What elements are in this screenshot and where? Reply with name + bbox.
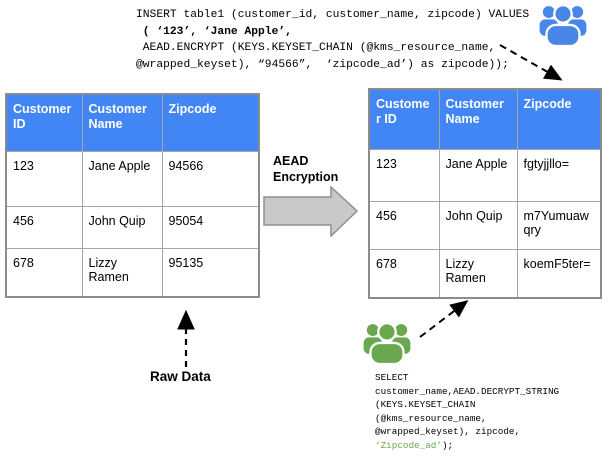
zipcode-ad-highlight: ‘Zipcode_ad’ bbox=[375, 439, 442, 451]
col-header-customer-id: Customer ID bbox=[368, 88, 440, 150]
cell-zipcode: 95054 bbox=[161, 205, 260, 249]
table-header-row: Customer ID Customer Name Zipcode bbox=[5, 93, 260, 152]
table-row: 456 John Quip 95054 bbox=[5, 205, 260, 249]
table-row: 678 Lizzy Ramen 95135 bbox=[5, 247, 260, 298]
select-sql-code: SELECT customer_name,AEAD.DECRYPT_STRING… bbox=[375, 371, 559, 453]
insert-sql-code: INSERT table1 (customer_id, customer_nam… bbox=[136, 7, 529, 73]
cell-encrypted-zipcode: koemF5ter= bbox=[516, 248, 602, 299]
cell-customer-id: 123 bbox=[5, 150, 83, 207]
insert-sql-line: INSERT table1 (customer_id, customer_nam… bbox=[136, 9, 530, 21]
raw-data-label: Raw Data bbox=[150, 369, 211, 384]
insert-sql-line: @wrapped_keyset), “94566”, ‘zipcode_ad’)… bbox=[136, 58, 509, 71]
select-sql-line: (KEYS.KEYSET_CHAIN bbox=[375, 399, 476, 411]
cell-customer-id: 678 bbox=[368, 248, 440, 299]
cell-zipcode: 94566 bbox=[161, 150, 260, 207]
table-row: 456 John Quip m7Yumuawqry bbox=[368, 200, 602, 250]
raw-data-table: Customer ID Customer Name Zipcode 123 Ja… bbox=[5, 93, 260, 298]
table-row: 678 Lizzy Ramen koemF5ter= bbox=[368, 248, 602, 299]
dashed-arrow-select-to-encrypted-table bbox=[419, 300, 469, 338]
select-sql-line: (@kms_resource_name, bbox=[375, 412, 487, 424]
encrypted-data-table: Customer ID Customer Name Zipcode 123 Ja… bbox=[368, 88, 602, 299]
cell-encrypted-zipcode: fgtyjjllo= bbox=[516, 148, 602, 202]
users-group-icon bbox=[539, 2, 587, 46]
table-header-row: Customer ID Customer Name Zipcode bbox=[368, 88, 602, 150]
cell-encrypted-zipcode: m7Yumuawqry bbox=[516, 200, 602, 250]
col-header-zipcode: Zipcode bbox=[516, 88, 602, 150]
insert-sql-line: AEAD.ENCRYPT (KEYS.KEYSET_CHAIN (@kms_re… bbox=[136, 42, 496, 55]
col-header-customer-id: Customer ID bbox=[5, 93, 83, 152]
users-group-icon bbox=[363, 320, 411, 364]
cell-customer-name: John Quip bbox=[438, 200, 518, 250]
cell-customer-id: 678 bbox=[5, 247, 83, 298]
col-header-zipcode: Zipcode bbox=[161, 93, 260, 152]
cell-customer-id: 456 bbox=[5, 205, 83, 249]
cell-customer-id: 123 bbox=[368, 148, 440, 202]
cell-zipcode: 95135 bbox=[161, 247, 260, 298]
cell-customer-name: Lizzy Ramen bbox=[438, 248, 518, 299]
select-sql-line: customer_name,AEAD.DECRYPT_STRING bbox=[375, 385, 560, 397]
table-row: 123 Jane Apple 94566 bbox=[5, 150, 260, 207]
select-sql-line-end: ); bbox=[441, 439, 454, 451]
insert-sql-line: ( ‘123’, ‘Jane Apple’, bbox=[136, 25, 292, 38]
select-sql-line: @wrapped_keyset), zipcode, bbox=[375, 426, 521, 438]
aead-encryption-label: AEAD Encryption bbox=[273, 154, 339, 184]
select-sql-line: ‘Zipcode_ad’); bbox=[375, 439, 559, 453]
col-header-customer-name: Customer Name bbox=[438, 88, 518, 150]
cell-customer-name: Jane Apple bbox=[81, 150, 163, 207]
table-row: 123 Jane Apple fgtyjjllo= bbox=[368, 148, 602, 202]
select-sql-line: SELECT bbox=[375, 372, 409, 383]
cell-customer-name: Jane Apple bbox=[438, 148, 518, 202]
cell-customer-id: 456 bbox=[368, 200, 440, 250]
right-block-arrow-icon bbox=[263, 186, 359, 237]
col-header-customer-name: Customer Name bbox=[81, 93, 163, 152]
cell-customer-name: John Quip bbox=[81, 205, 163, 249]
cell-customer-name: Lizzy Ramen bbox=[81, 247, 163, 298]
